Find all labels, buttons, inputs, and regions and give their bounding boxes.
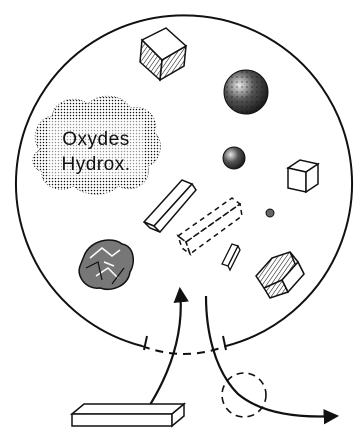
dashed-particle-outside: [222, 373, 266, 417]
solid-prism: [144, 180, 196, 232]
hatched-hex-prism: [256, 252, 304, 298]
hatched-cube: [140, 28, 186, 80]
white-cube: [288, 160, 318, 192]
cloud-label-hydrox: Hydrox.: [62, 154, 131, 175]
crumpled-particle: [79, 240, 133, 289]
inflow-arrow: [148, 290, 181, 408]
outflow-arrow: [206, 296, 336, 416]
small-prism: [222, 244, 240, 270]
flat-slab: [72, 404, 184, 426]
oxide-hydroxide-cloud: Oxydes Hydrox.: [33, 96, 161, 194]
small-sphere: [266, 209, 274, 217]
cloud-label-oxydes: Oxydes: [62, 129, 129, 150]
opening-tick-right: [223, 336, 226, 350]
medium-sphere: [223, 147, 245, 169]
